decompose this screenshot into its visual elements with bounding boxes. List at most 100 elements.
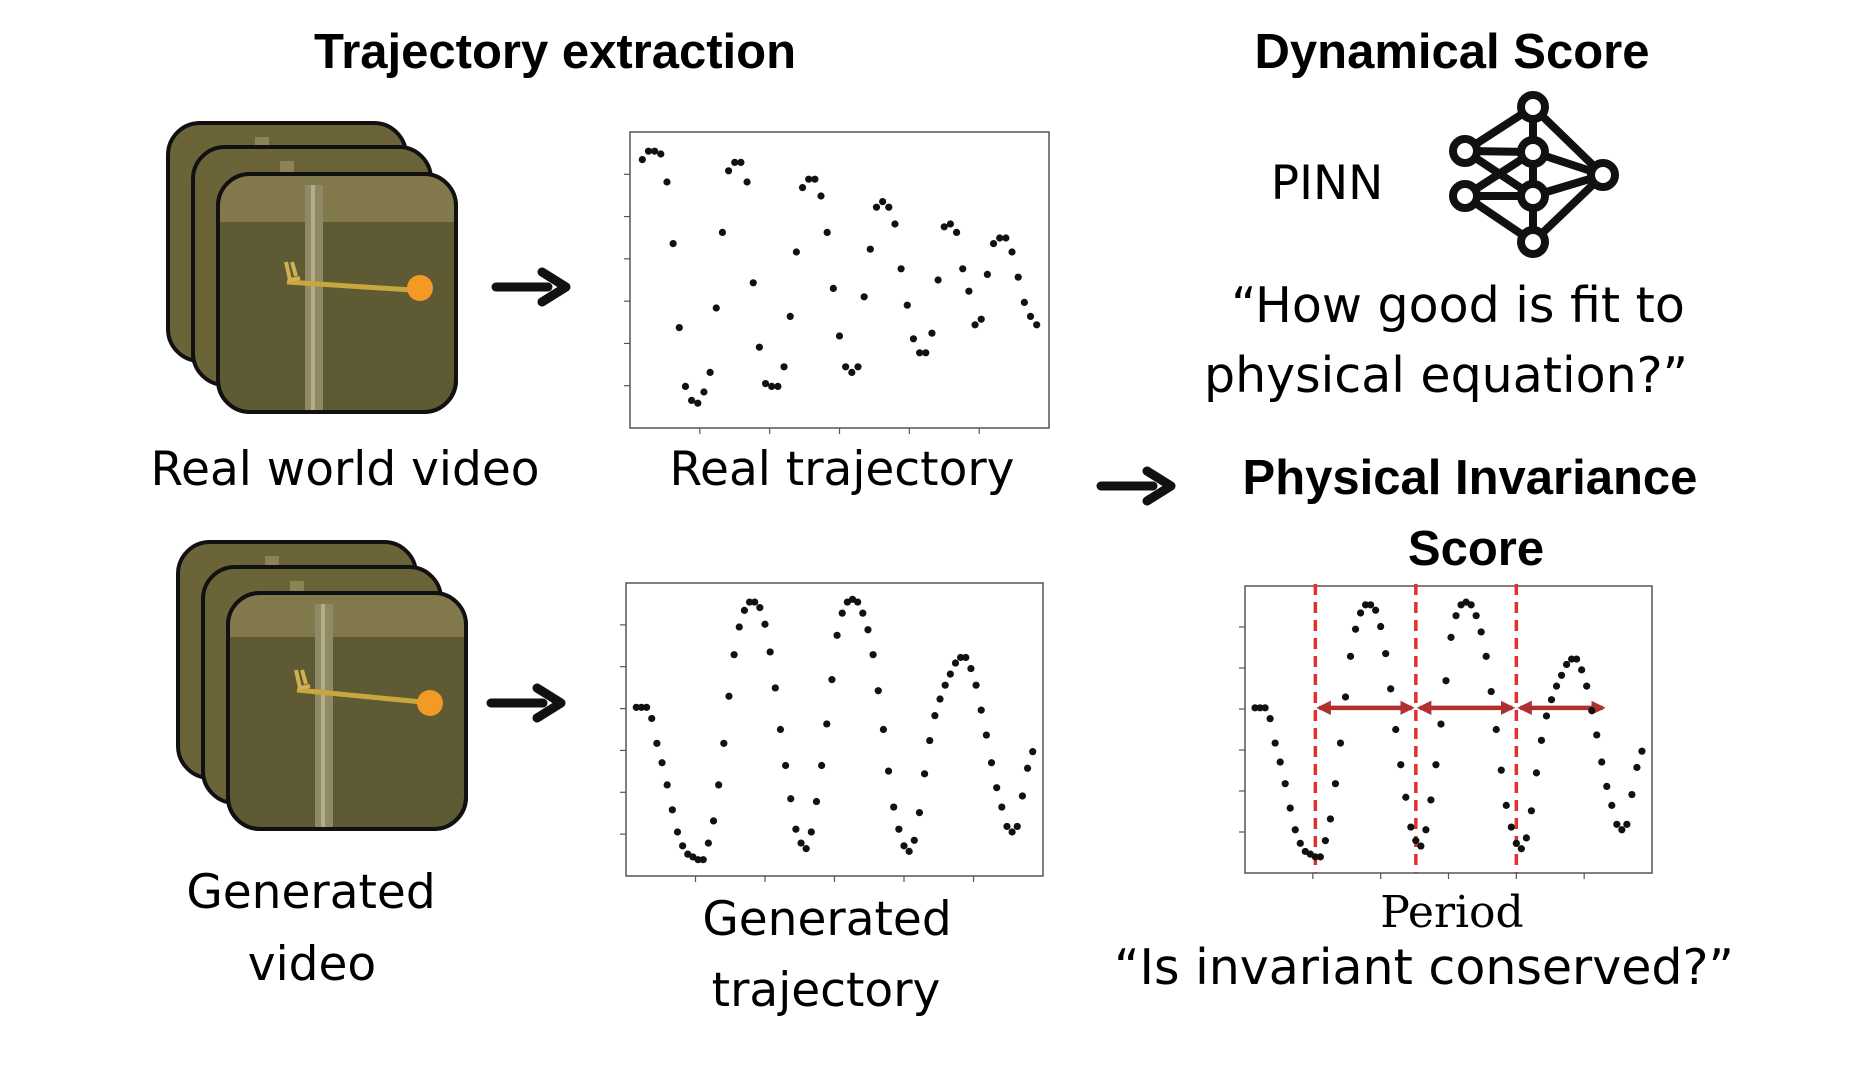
data-point (842, 363, 850, 371)
data-point (1261, 704, 1269, 712)
data-point (658, 759, 666, 767)
data-point (730, 651, 738, 659)
trajectory-extraction-title: Trajectory extraction (314, 25, 796, 79)
data-point (1618, 826, 1626, 834)
data-point (848, 368, 856, 376)
data-point (743, 178, 751, 186)
data-point (1291, 826, 1299, 834)
arrow-right-icon (486, 683, 566, 723)
data-point (668, 806, 676, 814)
data-point (699, 856, 707, 864)
data-point (926, 736, 934, 745)
data-point (1437, 720, 1445, 728)
data-point (1014, 273, 1022, 281)
data-point (1608, 801, 1616, 809)
data-point (725, 692, 733, 700)
data-point (805, 175, 813, 183)
data-point (797, 839, 805, 847)
data-point (823, 228, 831, 236)
data-point (1296, 839, 1304, 847)
plot-frame (625, 582, 1044, 877)
data-point (755, 343, 763, 351)
data-point (1487, 687, 1495, 696)
data-point (1477, 628, 1485, 636)
real-trajectory-label: Real trajectory (670, 442, 1015, 497)
data-point (669, 240, 677, 248)
data-point (812, 797, 821, 806)
data-point (996, 234, 1004, 242)
data-point (1351, 625, 1360, 633)
data-point (1311, 853, 1319, 861)
data-point (632, 703, 640, 711)
arrow-right-icon (1096, 466, 1176, 506)
data-point (879, 725, 888, 734)
data-point (751, 598, 759, 606)
generated-trajectory-label-line1: Generated (702, 892, 951, 947)
data-point (644, 147, 653, 155)
data-point (890, 803, 898, 811)
data-point (903, 301, 911, 309)
data-point (1578, 666, 1586, 674)
data-point (1507, 823, 1515, 831)
generated-video-label-line1: Generated (186, 865, 435, 920)
data-point (962, 653, 970, 662)
data-point (1623, 820, 1631, 828)
data-point (1336, 739, 1345, 747)
data-point (854, 363, 862, 371)
data-point (1008, 828, 1016, 836)
ball-icon (407, 275, 433, 301)
data-point (989, 240, 998, 248)
data-point (679, 842, 687, 850)
data-point (792, 248, 800, 256)
data-point (1402, 793, 1410, 801)
data-point (1331, 780, 1340, 788)
data-point (694, 399, 702, 407)
data-point (1638, 747, 1646, 755)
data-point (681, 382, 690, 390)
real-video-frame-stack (166, 121, 458, 414)
data-point (965, 287, 973, 295)
data-point (934, 276, 942, 284)
data-point (828, 676, 836, 684)
data-point (1256, 704, 1264, 712)
data-point (1522, 834, 1530, 842)
data-point (1502, 801, 1510, 809)
data-point (998, 803, 1006, 811)
data-point (761, 620, 769, 628)
invariance-score-title-line2: Score (1408, 522, 1544, 576)
data-point (854, 598, 862, 606)
data-point (780, 363, 788, 371)
data-point (946, 220, 955, 228)
data-point (1377, 622, 1385, 631)
data-point (787, 795, 795, 803)
data-point (657, 150, 665, 158)
data-point (885, 203, 893, 211)
data-point (1547, 696, 1556, 704)
data-point (1432, 761, 1440, 769)
data-point (1603, 782, 1611, 791)
dynamical-score-title: Dynamical Score (1255, 25, 1650, 79)
data-point (1387, 685, 1395, 693)
arrow-right-icon (491, 267, 571, 307)
data-point (922, 349, 930, 357)
data-point (1361, 601, 1370, 609)
data-point (891, 220, 899, 228)
real-trajectory-chart (624, 131, 1050, 434)
data-point (829, 284, 837, 292)
data-point (1382, 650, 1390, 658)
data-point (951, 659, 960, 667)
data-point (1552, 682, 1561, 690)
data-point (993, 784, 1001, 792)
data-point (1367, 601, 1375, 609)
data-point (802, 845, 810, 853)
data-point (776, 725, 785, 734)
data-point (737, 158, 745, 166)
data-point (1013, 822, 1021, 831)
data-point (688, 396, 696, 404)
data-point (897, 265, 905, 273)
invariance-score-title-line1: Physical Invariance (1243, 451, 1698, 505)
data-point (731, 158, 739, 166)
data-point (766, 648, 774, 656)
data-point (1266, 715, 1274, 723)
data-point (704, 839, 712, 847)
